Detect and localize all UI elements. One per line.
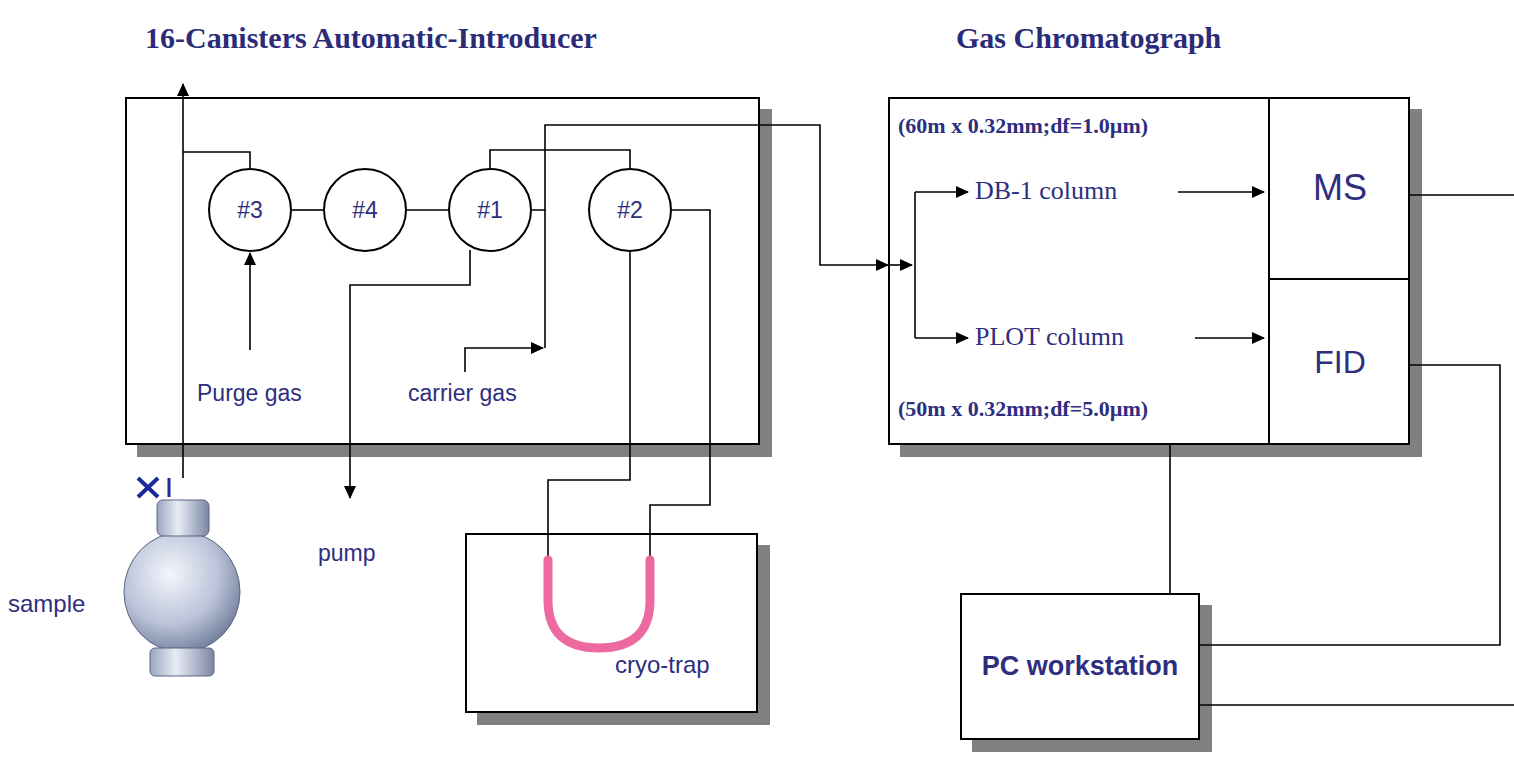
box-label: cryo-trap [615,651,710,678]
text-label: DB-1 column [975,176,1117,205]
connector-line [532,125,888,265]
text-label: carrier gas [408,380,517,406]
detector-section: MS [1268,97,1410,280]
valve-number: #1 [477,197,503,224]
text-label: sample [8,590,85,617]
text-label: pump [318,540,376,566]
connector-line [548,252,630,533]
instrument-box: PC workstation [960,593,1200,740]
text-label: PLOT column [975,322,1124,351]
valve-symbol [138,478,169,497]
column-arrow [915,337,968,339]
connector-line [1169,445,1171,593]
connector-line [292,209,323,211]
detector-section: FID [1268,280,1410,445]
valve-circle: #3 [208,168,292,252]
cryo-line [650,210,710,560]
text-label: Purge gas [197,380,302,406]
instrument-box: cryo-trap [465,533,758,713]
section-title: Gas Chromatograph [956,21,1221,54]
sample-branch [183,152,250,168]
valve-circle: #1 [448,168,532,252]
box-label: PC workstation [982,651,1179,682]
box-label: FID [1314,344,1366,381]
splitter-line [914,192,916,338]
purge-gas-line [249,253,251,350]
connector-line [1200,195,1514,705]
sample-line [182,84,184,478]
box-fill [888,97,1410,445]
section-title: 16-Canisters Automatic-Introducer [145,21,597,54]
valve-circle: #2 [588,168,672,252]
box-fill [125,97,760,445]
detector-arrow [1178,191,1264,193]
valve-circle: #4 [323,168,407,252]
detector-arrow [1195,337,1264,339]
cryo-tube [548,560,650,648]
carrier-gas-riser [544,210,546,348]
box-fill [960,593,1200,740]
text-label: (50m x 0.32mm;df=5.0µm) [898,396,1148,421]
box-label: MS [1313,167,1367,209]
inlet-arrow [888,264,912,266]
box-fill [465,533,758,713]
text-label: (60m x 0.32mm;df=1.0µm) [898,113,1148,138]
carrier-gas-line [465,348,543,372]
connector-line [1200,365,1500,645]
column-arrow [915,191,968,193]
connector-line [490,150,630,168]
pump-line [350,250,470,498]
sample-canister [124,500,240,676]
valve-number: #3 [237,197,263,224]
instrument-box: Gas ChromatographMSFID [888,97,1410,445]
valve-number: #4 [352,197,378,224]
connector-line [407,209,448,211]
valve-number: #2 [617,197,643,224]
